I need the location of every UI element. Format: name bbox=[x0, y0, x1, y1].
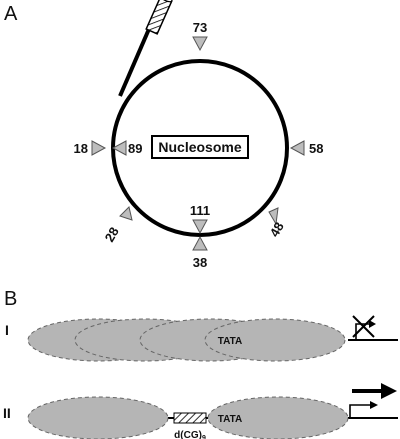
row-1-tata-label: TATA bbox=[218, 336, 242, 347]
marker-38-label: 38 bbox=[193, 255, 207, 270]
marker-58-label: 58 bbox=[309, 141, 323, 156]
marker-89-label: 89 bbox=[128, 141, 142, 156]
marker-73-triangle bbox=[192, 36, 208, 52]
row-2-transcription-arrow bbox=[352, 383, 397, 399]
panel-b-letter: B bbox=[4, 288, 17, 310]
marker-111-label: 111 bbox=[190, 203, 210, 218]
row-1-tss-arrowhead bbox=[369, 320, 376, 328]
row-1-diagram: TATA bbox=[27, 315, 398, 362]
row-1-blocked-x-icon bbox=[352, 315, 375, 338]
row-2-label: II bbox=[3, 405, 11, 421]
marker-48-label: 48 bbox=[267, 219, 287, 239]
marker-28-triangle bbox=[119, 206, 133, 221]
marker-111-triangle bbox=[192, 219, 208, 235]
dna-tail bbox=[118, 21, 154, 97]
marker-58-triangle bbox=[289, 140, 305, 156]
panel-a-letter: A bbox=[4, 3, 18, 25]
row-2-insert-label-main: d(CG) bbox=[174, 430, 202, 439]
row-2-cg-insert bbox=[173, 412, 207, 424]
row-2-tss-arrow bbox=[349, 404, 370, 418]
nucleosome-label-box bbox=[151, 135, 249, 159]
row-2-tata-label: TATA bbox=[218, 414, 242, 425]
row-2-nucleosome-1 bbox=[27, 396, 169, 439]
hatched-cylinder bbox=[145, 0, 173, 35]
marker-48-triangle bbox=[268, 207, 279, 226]
row-1-label: I bbox=[5, 322, 9, 338]
nucleosome-diagram: Nucleosome 73 58 48 38 111 28 18 89 bbox=[74, 0, 323, 270]
marker-89-triangle bbox=[111, 140, 127, 156]
row-1-nucleosome-4 bbox=[204, 318, 346, 362]
row-2-tss-arrowhead bbox=[370, 401, 378, 409]
row-2-diagram: TATA d(CG)9 bbox=[27, 383, 398, 439]
nucleosome-label: Nucleosome bbox=[158, 139, 241, 155]
marker-28-label: 28 bbox=[102, 224, 122, 244]
row-2-insert-label-subscript: 9 bbox=[202, 435, 206, 439]
marker-38-triangle bbox=[192, 235, 208, 251]
row-2-insert-label: d(CG)9 bbox=[174, 430, 206, 439]
marker-73-label: 73 bbox=[193, 20, 207, 35]
marker-18-triangle bbox=[91, 140, 107, 156]
row-2-nucleosome-2 bbox=[207, 396, 349, 439]
marker-18-label: 18 bbox=[74, 141, 88, 156]
